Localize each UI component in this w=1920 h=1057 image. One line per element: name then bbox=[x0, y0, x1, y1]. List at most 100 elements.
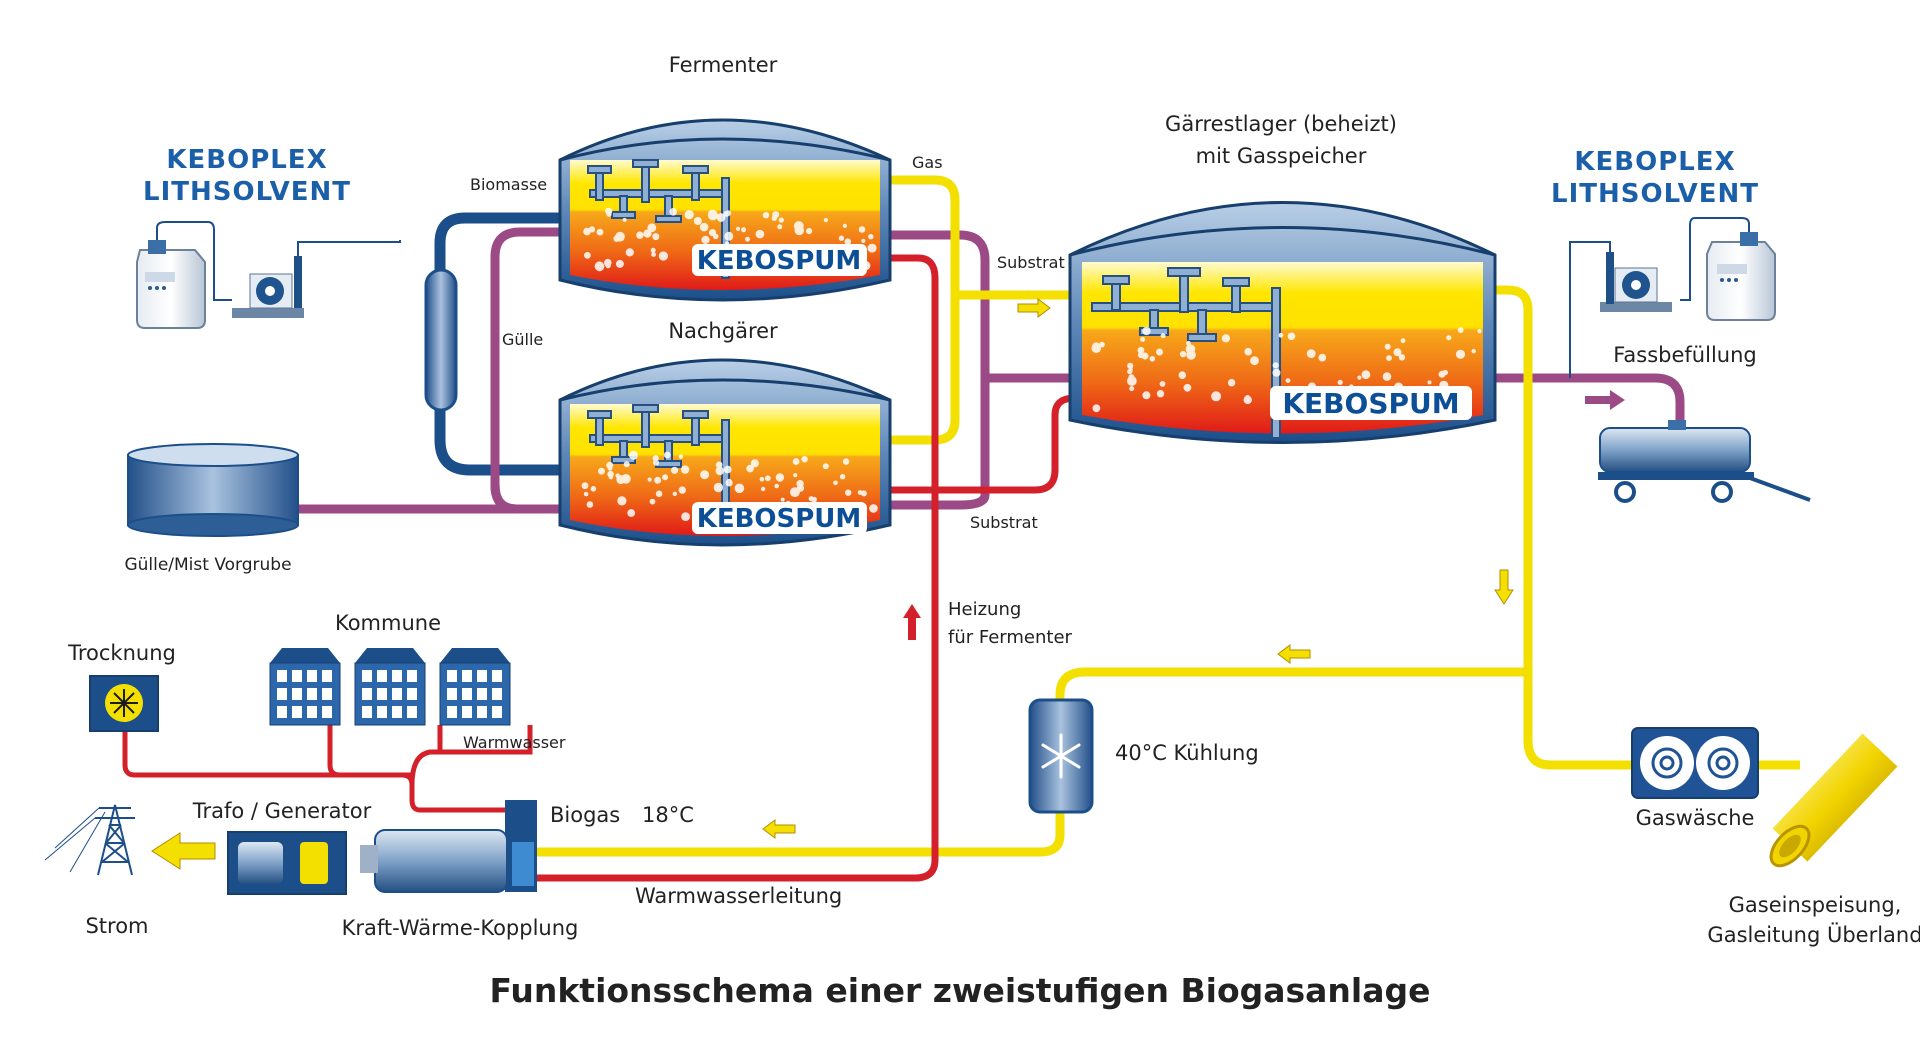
gaseinspeisung-sublabel: Gasleitung Überland bbox=[1707, 922, 1920, 947]
gas-pipe bbox=[890, 175, 960, 445]
bubble bbox=[608, 475, 614, 480]
strom-arrow bbox=[151, 832, 216, 870]
bubble bbox=[651, 252, 656, 257]
bubble bbox=[823, 218, 829, 223]
bubble bbox=[1427, 380, 1432, 385]
bubble bbox=[771, 215, 777, 221]
kwk-label: Kraft-Wärme-Kopplung bbox=[342, 916, 579, 940]
bubble bbox=[598, 467, 605, 475]
bubble bbox=[625, 248, 634, 257]
substrat-bottom-label: Substrat bbox=[970, 513, 1038, 532]
bubble bbox=[1361, 370, 1371, 380]
bubble bbox=[715, 461, 723, 469]
bubble bbox=[1438, 370, 1446, 378]
bubble bbox=[713, 482, 724, 493]
trocknung-unit bbox=[89, 675, 159, 732]
bubble bbox=[1337, 379, 1343, 385]
gaswaesche-label: Gaswäsche bbox=[1636, 806, 1755, 830]
trafo-generator bbox=[227, 831, 347, 895]
bubble bbox=[678, 486, 686, 494]
bubble bbox=[650, 247, 656, 253]
kwk-engine bbox=[360, 800, 537, 893]
bubble bbox=[1306, 349, 1316, 358]
bubble bbox=[716, 213, 726, 222]
bubble bbox=[793, 473, 798, 478]
bubble bbox=[842, 223, 848, 228]
substrat-top-label: Substrat bbox=[997, 253, 1065, 272]
bubble bbox=[647, 223, 657, 233]
bubble bbox=[868, 234, 874, 240]
bubble bbox=[1287, 332, 1296, 341]
bubble bbox=[1140, 336, 1146, 342]
bubble bbox=[750, 459, 759, 468]
gas-pipeline bbox=[1769, 733, 1898, 868]
bubble bbox=[681, 512, 690, 521]
bubble bbox=[607, 465, 613, 471]
bubble bbox=[844, 238, 852, 245]
bubble bbox=[745, 236, 750, 242]
bubble bbox=[845, 489, 852, 496]
bubble bbox=[678, 454, 684, 459]
vorgrube-label: Gülle/Mist Vorgrube bbox=[124, 555, 291, 575]
bubble bbox=[1382, 372, 1392, 381]
bubble bbox=[654, 476, 662, 484]
nachgaerer-tank: KEBOSPUM bbox=[558, 358, 892, 547]
bubble bbox=[1183, 383, 1192, 392]
bubble bbox=[1127, 376, 1137, 386]
fermenter-tank: KEBOSPUM bbox=[558, 118, 892, 302]
bubble bbox=[590, 486, 597, 492]
bubble bbox=[581, 482, 589, 490]
kebospum-badge bbox=[1270, 386, 1472, 420]
bubble bbox=[1186, 340, 1191, 346]
bubble bbox=[617, 496, 627, 506]
bubble bbox=[629, 450, 638, 460]
biogas-pipe bbox=[535, 808, 1065, 857]
bubble bbox=[643, 229, 652, 238]
trocknung-label: Trocknung bbox=[67, 641, 176, 665]
bubble bbox=[792, 458, 800, 465]
bubble bbox=[1127, 362, 1134, 369]
bubble bbox=[861, 238, 866, 243]
bubble bbox=[615, 473, 620, 479]
kebospum-badge bbox=[692, 502, 867, 534]
gaswaesche-unit bbox=[1631, 727, 1759, 799]
bubble bbox=[822, 463, 829, 470]
bubble bbox=[1318, 353, 1327, 362]
kebospum-badge bbox=[692, 244, 867, 276]
bubble bbox=[869, 504, 878, 513]
bubble bbox=[741, 227, 747, 233]
biomasse-label: Biomasse bbox=[470, 175, 547, 194]
warmwasser-label: Warmwasser bbox=[463, 733, 566, 752]
bubble bbox=[615, 259, 624, 268]
guelle-label: Gülle bbox=[502, 330, 543, 349]
strom-label: Strom bbox=[85, 914, 148, 938]
bubble bbox=[1128, 367, 1133, 372]
bubble bbox=[1186, 350, 1196, 360]
gaerrestlager-sublabel: mit Gasspeicher bbox=[1196, 144, 1367, 168]
bubble bbox=[1477, 329, 1482, 334]
bubble bbox=[652, 455, 659, 462]
bubble bbox=[1244, 347, 1252, 356]
bubble bbox=[662, 474, 669, 481]
flow-arrow-up bbox=[903, 604, 921, 640]
sun-icon bbox=[110, 689, 138, 717]
bubble bbox=[857, 490, 863, 495]
bubble bbox=[699, 222, 709, 232]
bubble bbox=[605, 262, 611, 269]
bubble bbox=[801, 456, 808, 463]
bubble bbox=[1446, 335, 1452, 341]
bubble bbox=[584, 252, 591, 259]
kuehlung-label: 40°C Kühlung bbox=[1115, 741, 1259, 765]
bubble bbox=[613, 235, 620, 242]
bubble bbox=[774, 483, 779, 489]
bubble bbox=[808, 496, 814, 502]
lithsolvent-canister-right bbox=[1680, 217, 1776, 321]
bubble bbox=[647, 477, 652, 482]
bubble bbox=[1129, 386, 1135, 392]
bubble bbox=[1137, 351, 1145, 359]
flow-arrow-fass bbox=[1585, 390, 1625, 410]
bubble bbox=[759, 476, 765, 482]
bubble bbox=[680, 465, 690, 474]
brand-right-line1: KEBOPLEX bbox=[1574, 147, 1735, 177]
dosing-pump-right bbox=[1569, 241, 1672, 378]
